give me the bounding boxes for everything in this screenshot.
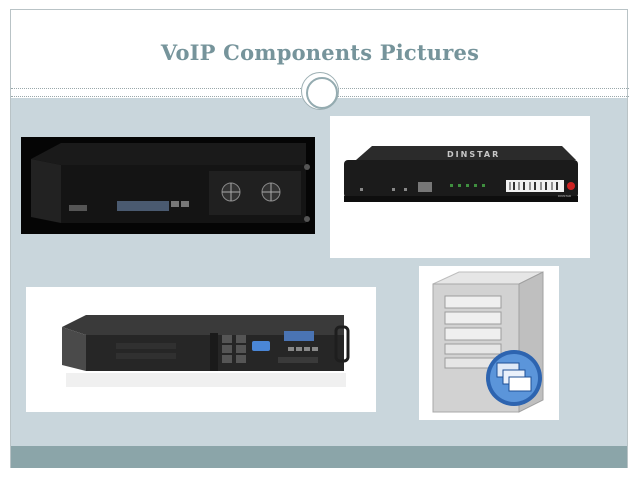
dinstar-brand-text: DINSTAR [447, 150, 500, 159]
tower-server-icon-image [419, 266, 559, 420]
circle-ornament [301, 72, 339, 110]
slide-title: VoIP Components Pictures [160, 40, 480, 65]
dinstar-gateway-image: DINSTAR DINSTAR [330, 116, 590, 258]
dinstar-logo-text: DINSTAR [558, 194, 571, 198]
rack-server-black-image [21, 137, 315, 234]
footer-band [11, 446, 627, 468]
rack-server-bays-image [26, 287, 376, 412]
